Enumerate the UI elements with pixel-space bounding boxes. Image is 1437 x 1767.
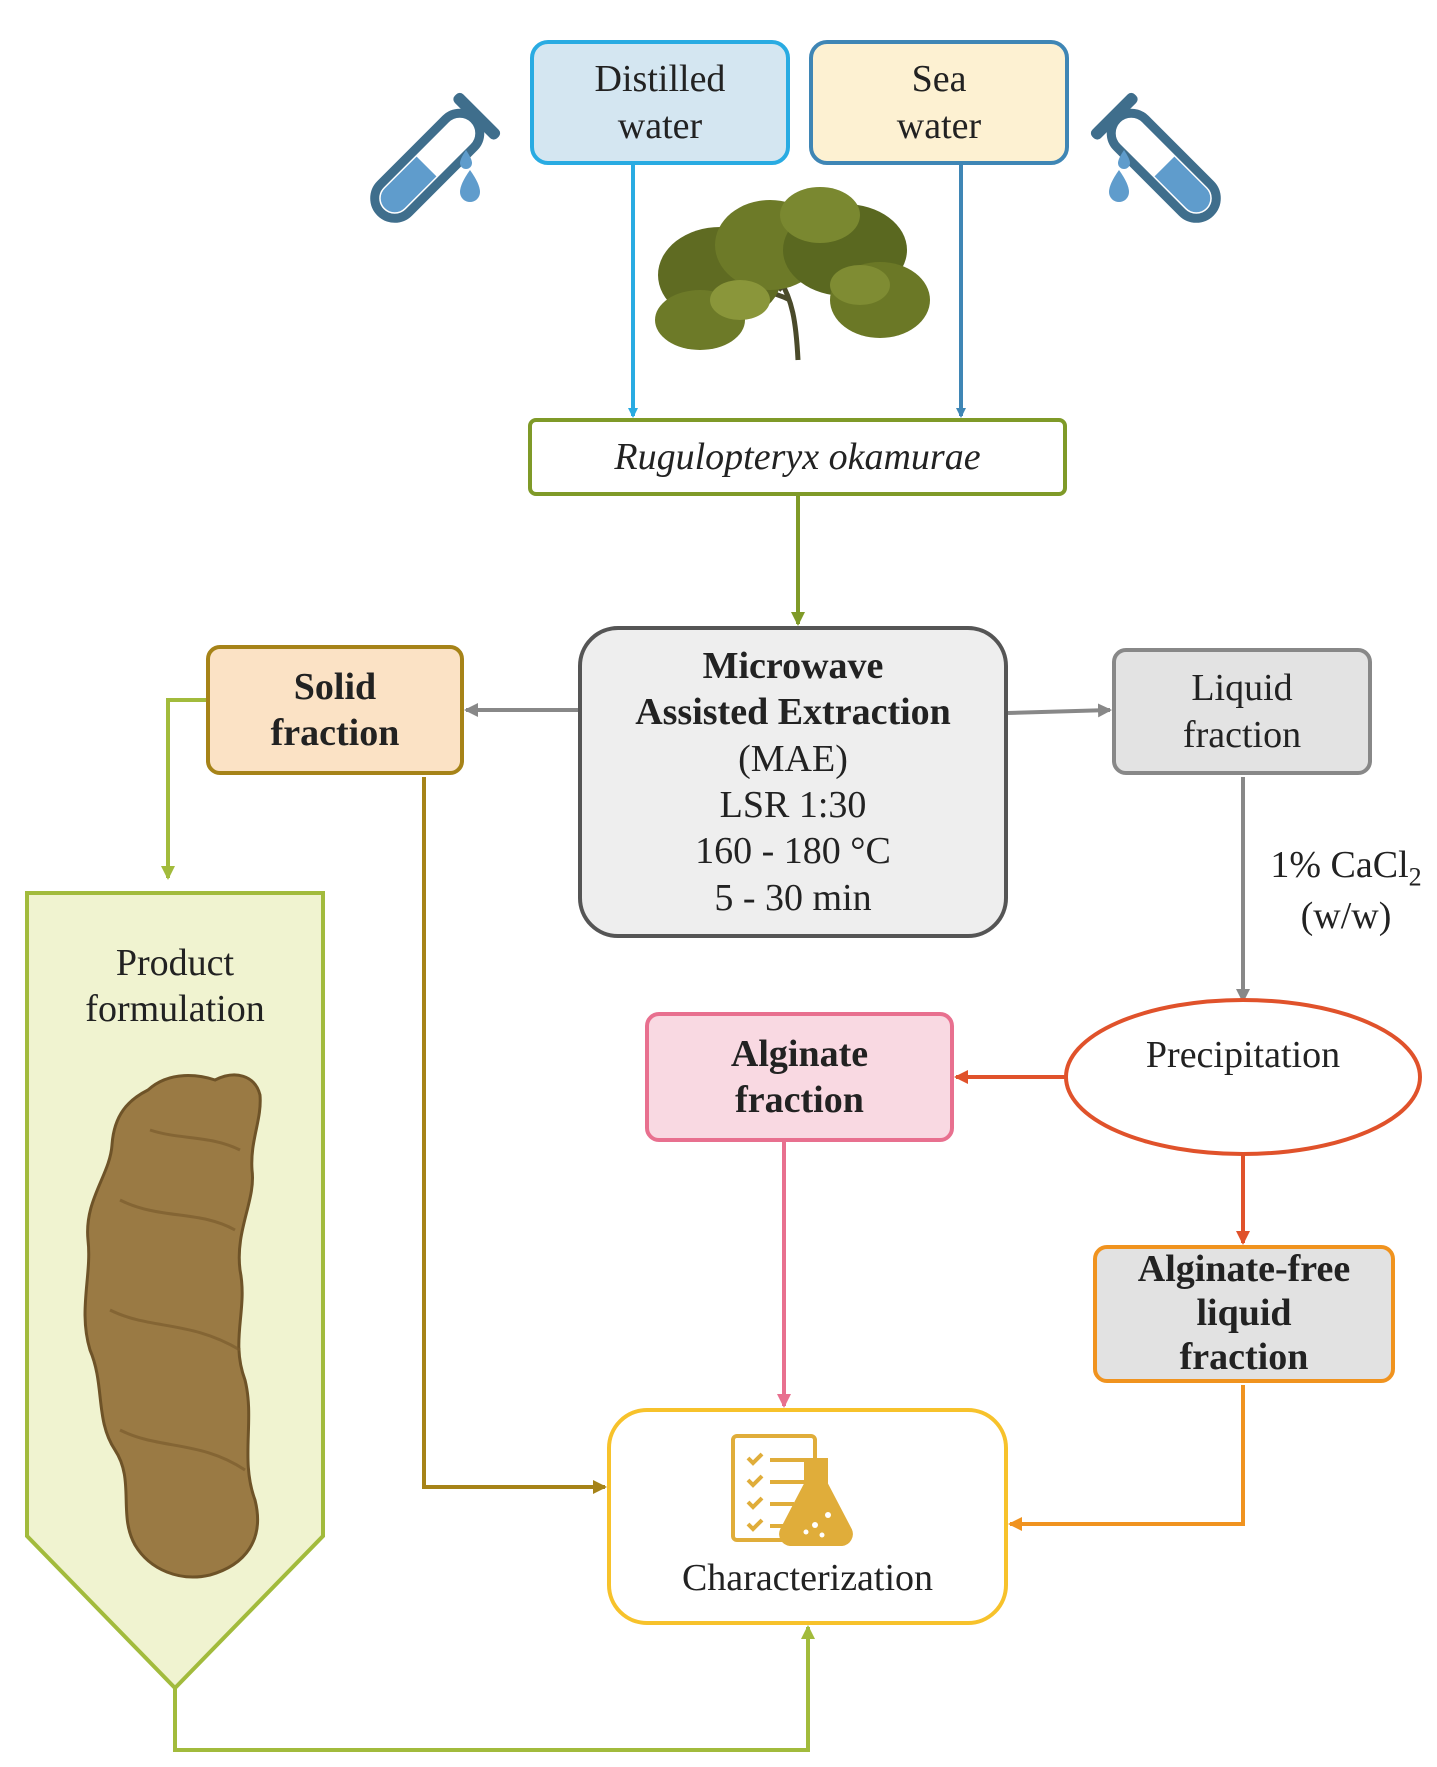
alginate-fraction-box: Alginate fraction — [645, 1012, 954, 1142]
water-drop-icon — [1109, 170, 1129, 202]
test-tube-icon — [1090, 92, 1221, 223]
arrow-solid-to-characterization — [422, 777, 607, 1494]
distilled-water-line-2: water — [617, 104, 703, 147]
mae-box: Microwave Assisted Extraction (MAE) LSR … — [578, 626, 1008, 938]
product-formulation-line-1: Product — [115, 942, 235, 984]
sea-water-line-1: Sea — [911, 58, 967, 101]
liquid-fraction-line-1: Liquid — [1191, 667, 1293, 710]
alginate-free-line-2: liquid — [1196, 1292, 1292, 1335]
product-formulation-line-2: formulation — [85, 988, 265, 1031]
precipitation-label: Precipitation — [1145, 1034, 1341, 1076]
alginate-free-box: Alginate-free liquid fraction — [1093, 1245, 1395, 1383]
sea-water-line-2: water — [896, 104, 982, 147]
solid-fraction-line-1: Solid — [293, 665, 377, 708]
test-tube-icon — [370, 92, 501, 223]
checklist-flask-icon — [731, 1434, 853, 1546]
precipitation-ellipse — [1064, 998, 1422, 1156]
alginate-fraction-line-1: Alginate — [730, 1032, 869, 1075]
sea-water-box: Sea water — [809, 40, 1069, 165]
cacl2-unit: (w/w) — [1300, 895, 1392, 938]
arrow-product-to-characterization — [173, 1625, 815, 1752]
arrow-solid-to-product — [161, 698, 206, 880]
water-drop-icon — [460, 170, 480, 202]
water-drop-icon — [1118, 150, 1130, 169]
species-box: Rugulopteryx okamurae — [528, 418, 1067, 496]
cacl2-concentration: 1% CaCl2 — [1270, 844, 1422, 892]
mae-title-line-2: Assisted Extraction — [635, 691, 951, 734]
mae-param-temperature: 160 - 180 °C — [695, 830, 891, 873]
mae-param-abbrev: (MAE) — [738, 737, 848, 780]
species-name: Rugulopteryx okamurae — [614, 435, 981, 478]
water-drop-icon — [460, 150, 472, 169]
solid-fraction-box: Solid fraction — [206, 645, 464, 775]
solid-fraction-line-2: fraction — [270, 712, 400, 754]
mae-title-line-1: Microwave — [702, 644, 884, 687]
arrow-free-to-characterization — [1008, 1385, 1245, 1531]
product-formulation-label: Product formulation — [40, 940, 310, 1033]
liquid-fraction-line-2: fraction — [1182, 713, 1302, 756]
alginate-free-line-3: fraction — [1179, 1335, 1309, 1378]
alginate-free-line-1: Alginate-free — [1137, 1248, 1351, 1291]
distilled-water-line-1: Distilled — [594, 58, 726, 101]
seaweed-image — [655, 187, 930, 361]
mae-param-time: 5 - 30 min — [714, 876, 872, 919]
arrow-mae-to-liquid — [1007, 703, 1112, 718]
alginate-fraction-line-2: fraction — [735, 1079, 864, 1121]
characterization-box: Characterization — [607, 1408, 1008, 1625]
distilled-water-box: Distilled water — [530, 40, 790, 165]
characterization-label: Characterization — [681, 1556, 934, 1599]
mae-param-lsr: LSR 1:30 — [719, 784, 867, 826]
cacl2-label: 1% CaCl2 (w/w) — [1258, 842, 1434, 940]
liquid-fraction-box: Liquid fraction — [1112, 648, 1372, 775]
